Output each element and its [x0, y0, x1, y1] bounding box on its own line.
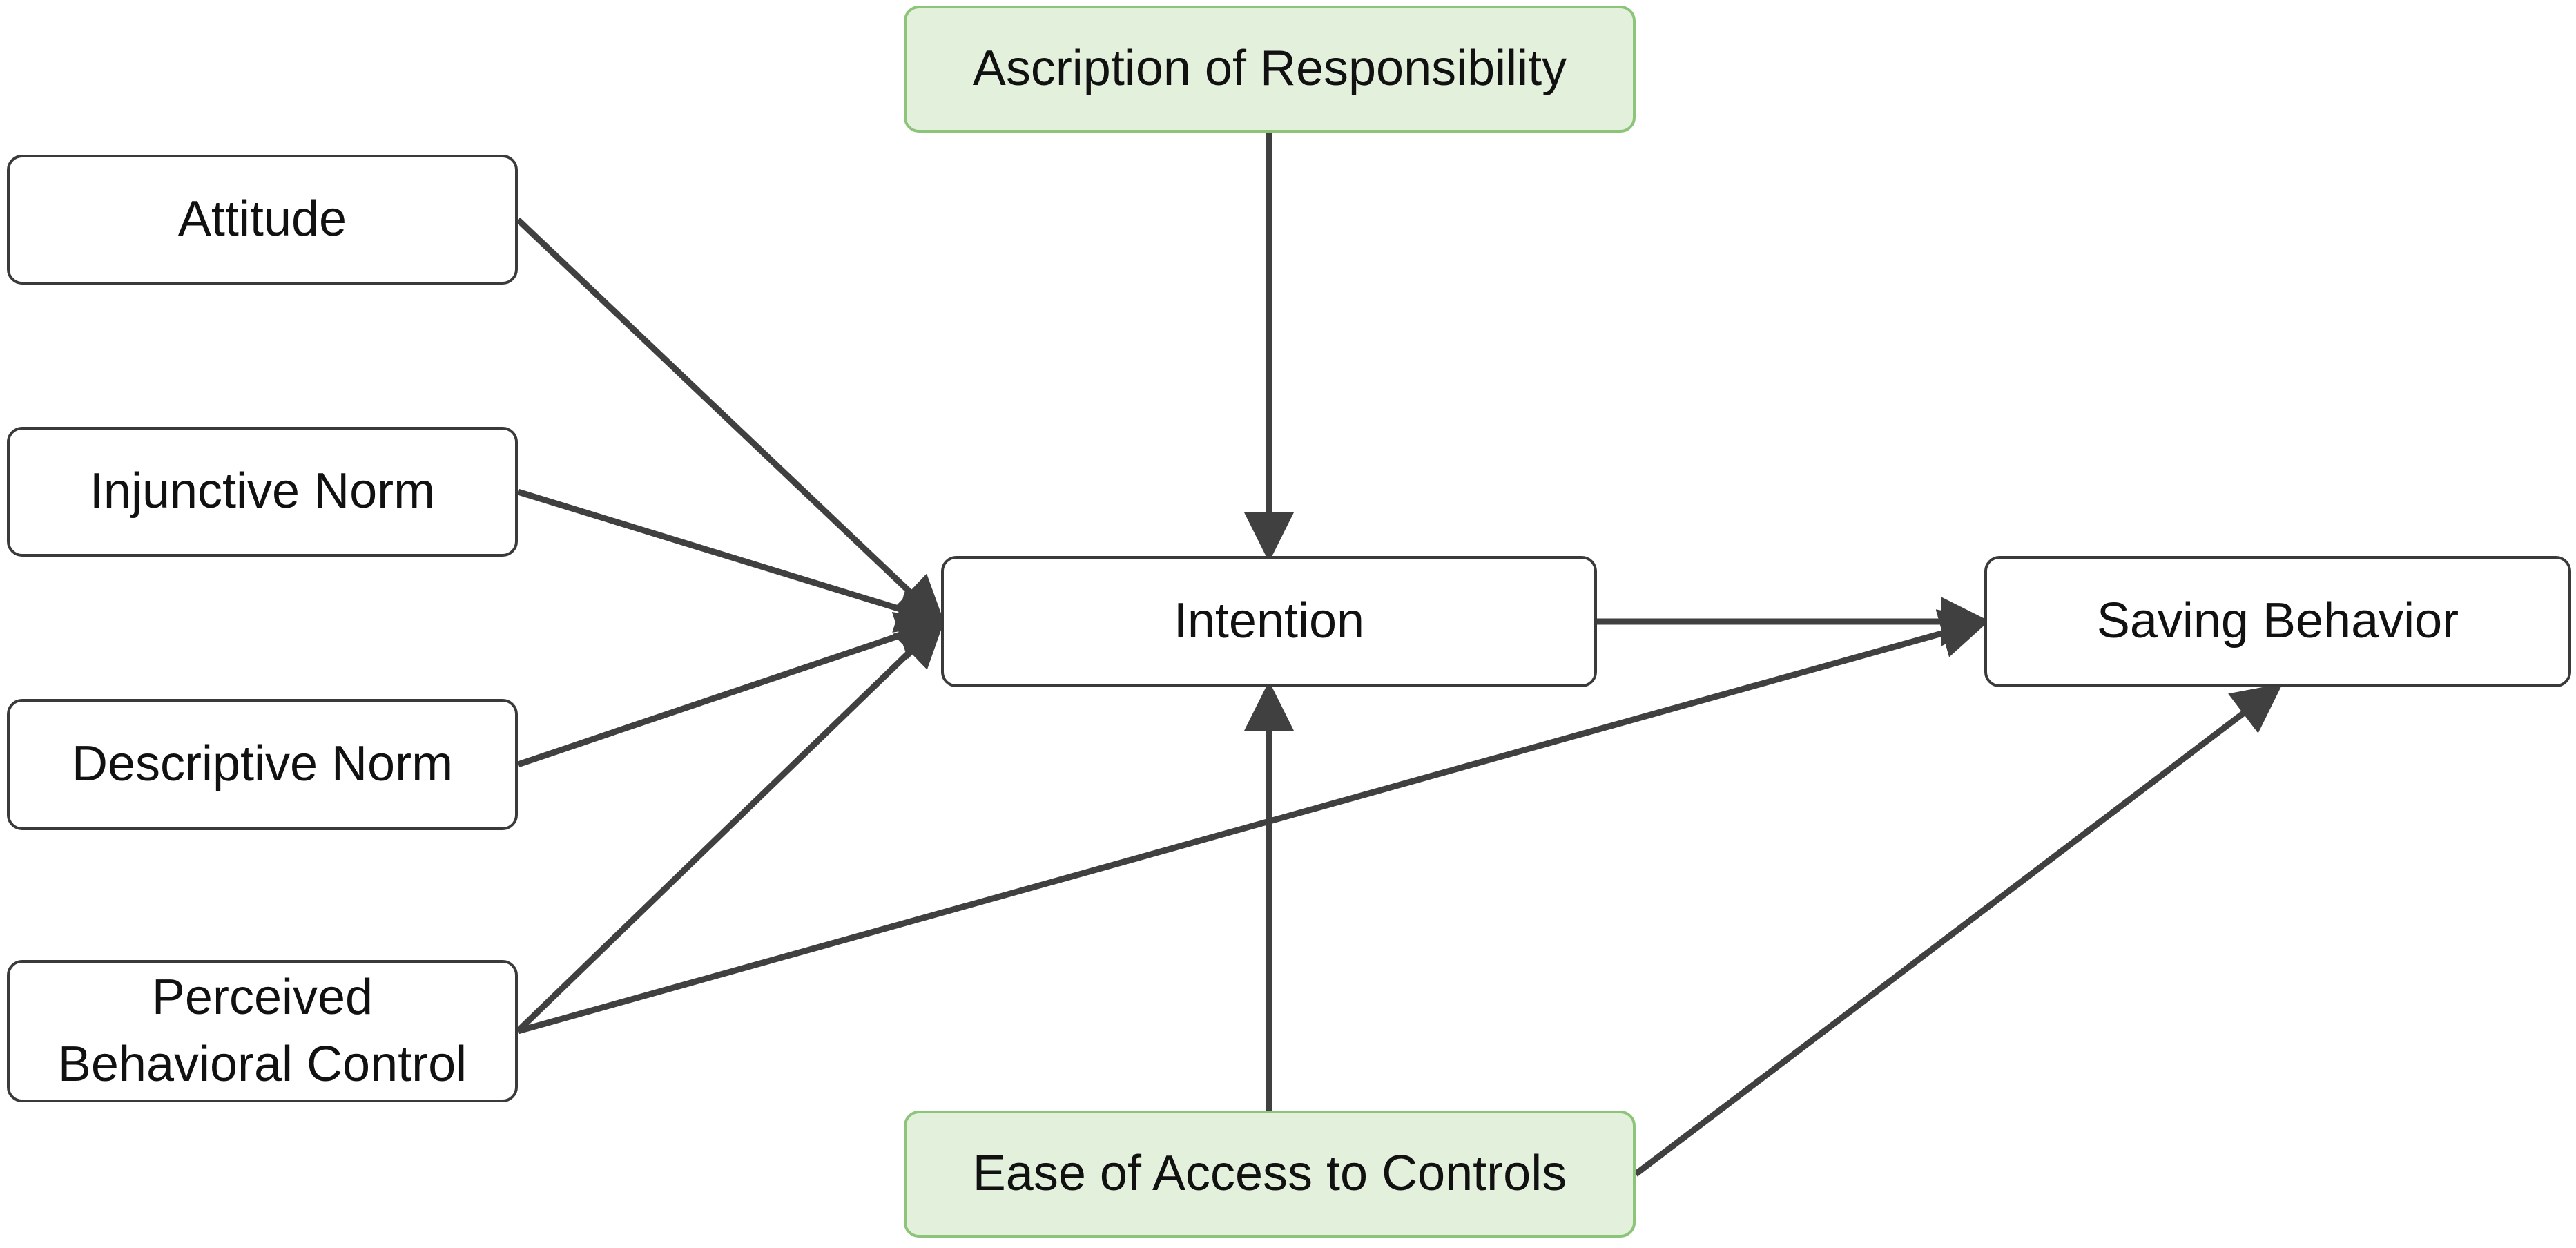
perceived-behavioral-control-node: Perceived Behavioral Control — [7, 960, 518, 1102]
injunctive-norm-node: Injunctive Norm — [7, 427, 518, 557]
attitude-node: Attitude — [7, 155, 518, 285]
ease-of-access-to-controls-node: Ease of Access to Controls — [904, 1111, 1636, 1238]
saving-behavior-label: Saving Behavior — [2096, 593, 2459, 649]
arrow-pbc-to-saving — [516, 609, 1991, 1035]
arrow-attitude-to-intention — [515, 217, 946, 626]
arrow-descriptive-to-intention — [516, 612, 947, 768]
arrow-injunctive-to-intention — [516, 488, 947, 633]
arrow-ease-to-saving — [1634, 683, 2283, 1177]
intention-node: Intention — [941, 556, 1597, 687]
intention-label: Intention — [1173, 593, 1365, 649]
arrow-pbc-to-intention — [515, 617, 946, 1034]
saving-behavior-node: Saving Behavior — [1984, 556, 2571, 687]
injunctive-norm-label: Injunctive Norm — [89, 463, 436, 519]
descriptive-norm-label: Descriptive Norm — [71, 736, 454, 792]
attitude-label: Attitude — [177, 191, 347, 247]
perceived-behavioral-control-label: Perceived Behavioral Control — [57, 969, 467, 1092]
ascription-of-responsibility-node: Ascription of Responsibility — [904, 6, 1636, 133]
descriptive-norm-node: Descriptive Norm — [7, 699, 518, 830]
ease-of-access-to-controls-label: Ease of Access to Controls — [972, 1146, 1567, 1202]
ascription-of-responsibility-label: Ascription of Responsibility — [972, 41, 1567, 97]
